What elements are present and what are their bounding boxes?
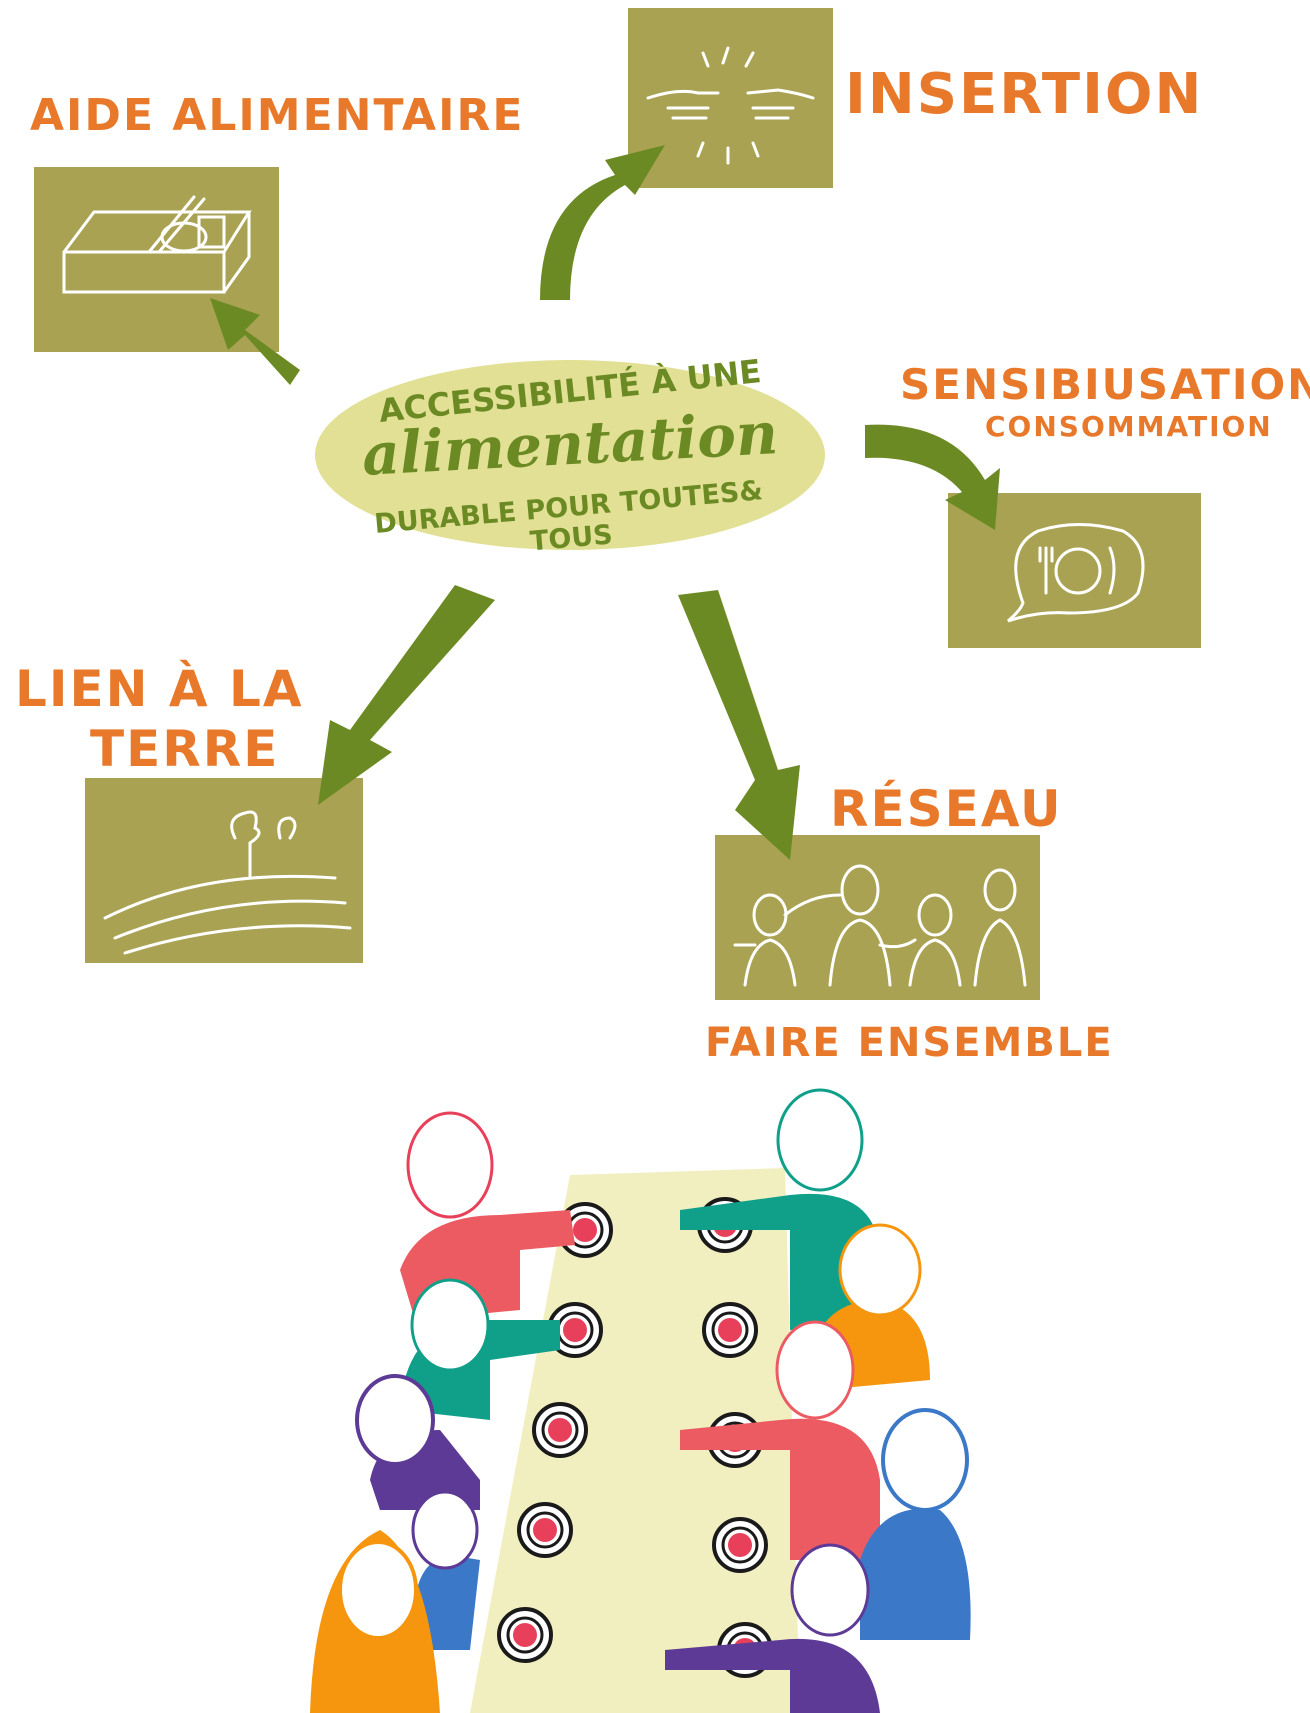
arrow-to-insertion	[540, 145, 665, 300]
panel-lien-terre	[85, 778, 363, 963]
field-icon	[103, 810, 352, 955]
handshake-icon	[646, 46, 815, 165]
diagram-arrows	[210, 145, 1000, 860]
person-blue-left	[411, 1490, 480, 1650]
table	[470, 1168, 800, 1713]
arrow-to-reseau	[678, 590, 800, 860]
plates-right	[697, 1197, 773, 1678]
label-faire-ensemble: FAIRE ENSEMBLE	[705, 1020, 1114, 1066]
person-purple-left	[355, 1374, 480, 1510]
label-insertion: INSERTION	[845, 62, 1204, 127]
label-lien-terre-1: LIEN À LA	[15, 660, 304, 718]
label-sensibilisation: SENSIBIUSATION	[900, 360, 1310, 409]
plate-speech-icon	[1007, 523, 1145, 623]
person-orange-right	[810, 1223, 930, 1390]
food-box-icon	[62, 195, 252, 294]
arrow-to-aide	[210, 298, 300, 385]
person-pink-right	[680, 1320, 880, 1560]
person-teal-right	[680, 1088, 880, 1330]
label-consommation: CONSOMMATION	[985, 410, 1273, 443]
person-blue-right	[860, 1408, 971, 1640]
label-aide-alimentaire: AIDE ALIMENTAIRE	[30, 90, 525, 141]
panel-insertion	[628, 8, 833, 188]
center-ellipse	[315, 360, 825, 550]
person-purple-right	[665, 1543, 880, 1713]
person-orange-left	[310, 1530, 440, 1713]
person-pink	[400, 1111, 575, 1320]
panel-reseau	[715, 835, 1040, 1000]
label-lien-terre-2: TERRE	[90, 720, 280, 778]
label-reseau: RÉSEAU	[830, 780, 1063, 838]
plates-left	[497, 1202, 613, 1663]
arrow-to-consommation	[865, 424, 1000, 530]
person-teal-left	[400, 1278, 560, 1420]
people-network-icon	[733, 864, 1027, 987]
arrow-to-lien	[318, 585, 495, 805]
